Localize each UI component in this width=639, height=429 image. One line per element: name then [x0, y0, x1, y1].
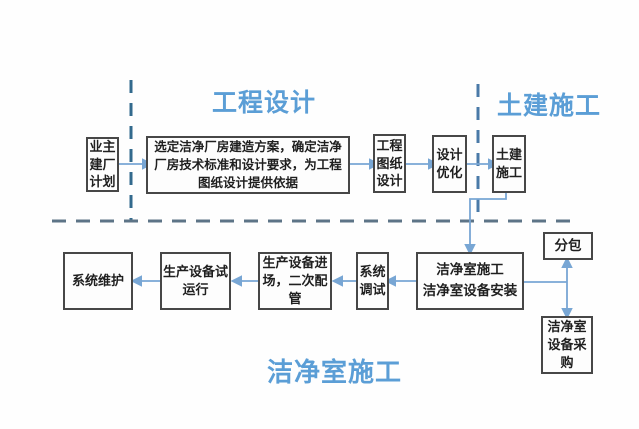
box-system-debug-label: 系统 调试 [359, 264, 386, 297]
box-design-optimization-label: 设计 优化 [436, 147, 463, 180]
box-equipment-entry: 生产设备进 场，二次配 管 [258, 252, 332, 310]
box-trial-run: 生产设备试 运行 [160, 252, 231, 310]
box-owner-plan: 业主 建厂 计划 [86, 137, 119, 192]
box-cleanroom-construction-install: 洁净室施工 洁净室设备安装 [416, 252, 524, 310]
box-equipment-purchase-label: 洁净室 设备采 购 [547, 319, 587, 370]
box-cleanroom-construction-install-label: 洁净室施工 洁净室设备安装 [422, 262, 518, 298]
title-engineering-design: 工程设计 [212, 89, 317, 117]
box-civil-work-label: 土建 施工 [495, 147, 522, 180]
box-owner-plan-label: 业主 建厂 计划 [89, 138, 116, 190]
box-design-scheme: 选定洁净厂房建造方案，确定洁净 厂房技术标准和设计要求，为工程 图纸设计提供依据 [146, 136, 350, 194]
box-subcontract: 分包 [543, 232, 593, 260]
box-design-scheme-label: 选定洁净厂房建造方案，确定洁净 厂房技术标准和设计要求，为工程 图纸设计提供依据 [154, 139, 342, 191]
box-drawing-design: 工程 图纸 设计 [373, 134, 406, 193]
title-cleanroom-construction: 洁净室施工 [267, 357, 403, 387]
box-equipment-purchase: 洁净室 设备采 购 [541, 316, 593, 374]
box-trial-run-label: 生产设备试 运行 [162, 264, 228, 297]
connector-civil-to-cleanroom [464, 193, 507, 256]
box-system-maintenance: 系统维护 [63, 252, 133, 310]
title-civil-construction: 土建施工 [497, 92, 602, 120]
box-equipment-entry-label: 生产设备进 场，二次配 管 [262, 255, 328, 306]
box-drawing-design-label: 工程 图纸 设计 [376, 137, 403, 189]
box-civil-work: 土建 施工 [492, 135, 526, 193]
box-subcontract-label: 分包 [554, 237, 582, 253]
box-system-debug: 系统 调试 [356, 252, 389, 310]
box-design-optimization: 设计 优化 [432, 135, 467, 193]
box-system-maintenance-label: 系统维护 [71, 273, 124, 289]
